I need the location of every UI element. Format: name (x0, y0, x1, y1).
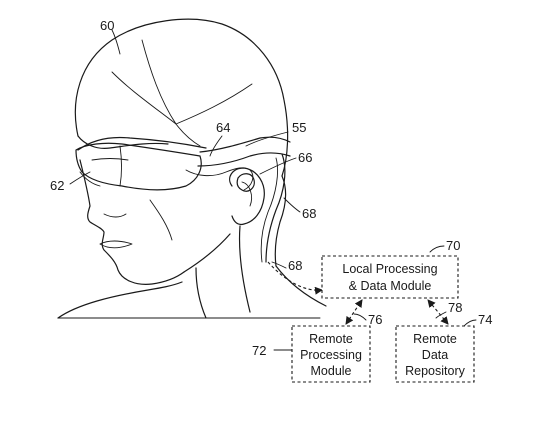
lips (99, 240, 133, 249)
leader-74 (463, 319, 477, 327)
reference-numerals: 60 64 55 66 62 68 68 70 76 78 74 72 (50, 18, 492, 358)
neck-back (238, 225, 251, 313)
leader-lines (69, 29, 477, 351)
remote-data-box (395, 325, 475, 383)
remote-processing-line1: Remote (309, 332, 353, 346)
remote-data-line3: Repository (405, 364, 465, 378)
temple-arm-lower (197, 152, 291, 167)
ear-inner (241, 181, 253, 207)
ref-72: 72 (252, 343, 266, 358)
leader-66 (259, 157, 297, 175)
cap-seam-2 (175, 83, 253, 125)
nose-shadow (103, 213, 127, 218)
remote-processing-module: Remote Processing Module (291, 325, 371, 383)
ref-62: 62 (50, 178, 64, 193)
jaw (183, 233, 231, 273)
shoulder-left (57, 281, 183, 319)
ref-60: 60 (100, 18, 114, 33)
remote-data-line2: Data (422, 348, 448, 362)
local-module-box (321, 255, 459, 299)
remote-processing-line3: Module (311, 364, 352, 378)
ref-66: 66 (298, 150, 312, 165)
cheek (149, 199, 173, 241)
remote-data-repository: Remote Data Repository (395, 325, 475, 383)
ref-78: 78 (448, 300, 462, 315)
local-module-line1: Local Processing (342, 262, 437, 276)
speaker (236, 173, 255, 192)
leader-68b (271, 261, 287, 269)
remote-processing-line2: Processing (300, 348, 362, 362)
face-profile (79, 159, 185, 285)
remote-processing-box (291, 325, 371, 383)
link-local-remote-processing (345, 299, 363, 325)
head-illustration (57, 18, 327, 319)
link-headset-local (267, 261, 323, 295)
leader-76 (353, 313, 367, 321)
lens-top-band (77, 136, 207, 151)
cable-2 (260, 157, 279, 263)
remote-data-line1: Remote (413, 332, 457, 346)
nose-bridge (79, 171, 101, 187)
lens-divider (119, 145, 122, 187)
ref-55: 55 (292, 120, 306, 135)
ear (229, 167, 265, 226)
leader-64 (209, 135, 223, 157)
ref-68a: 68 (302, 206, 316, 221)
cap-seam-4 (175, 123, 201, 147)
leader-70 (429, 245, 445, 253)
lens-reflection (91, 158, 129, 161)
cap-seam-3 (111, 71, 177, 125)
neck-front (195, 267, 207, 319)
cap-seam-1 (141, 39, 177, 125)
ref-74: 74 (478, 312, 492, 327)
cable (265, 153, 286, 263)
ref-70: 70 (446, 238, 460, 253)
leader-60 (111, 29, 121, 55)
forehead (77, 135, 169, 149)
leader-62 (69, 171, 91, 185)
ref-76: 76 (368, 312, 382, 327)
local-processing-module: Local Processing & Data Module (321, 255, 459, 299)
local-module-line2: & Data Module (349, 279, 432, 293)
leader-78 (435, 311, 447, 319)
lens-front (75, 142, 202, 191)
leader-68a (283, 197, 301, 213)
back-of-head (274, 175, 287, 267)
ref-64: 64 (216, 120, 230, 135)
temple-arm-loop (185, 167, 254, 191)
leader-55 (245, 131, 289, 147)
head-outline (74, 18, 289, 177)
headset (75, 136, 291, 263)
shoulder-right (275, 265, 327, 307)
ref-68b: 68 (288, 258, 302, 273)
temple-arm-upper (199, 136, 291, 153)
